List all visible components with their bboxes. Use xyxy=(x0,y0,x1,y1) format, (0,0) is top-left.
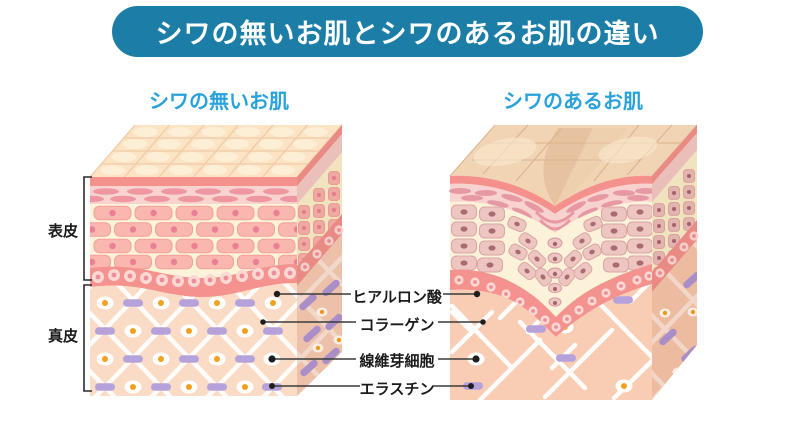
label-collagen: コラーゲン xyxy=(359,317,435,334)
page-title: シワの無いお肌とシワのあるお肌の違い xyxy=(155,19,660,49)
fold-center-cells xyxy=(547,237,563,307)
heading-wrinkled-skin: シワのあるお肌 xyxy=(503,91,643,113)
broken-collagen-lattice xyxy=(450,284,652,400)
stratum-corneum-right xyxy=(450,175,652,214)
layer-brackets xyxy=(83,176,92,392)
label-dermis: 真皮 xyxy=(47,328,78,345)
label-epidermis: 表皮 xyxy=(47,223,78,240)
dermis-layer-right xyxy=(450,284,652,400)
basal-layer-right xyxy=(450,264,652,337)
wrinkle-crease xyxy=(543,128,593,206)
annotation-leader-lines xyxy=(263,293,483,387)
title-banner: シワの無いお肌とシワのあるお肌の違い xyxy=(112,6,703,57)
heading-no-wrinkle-skin: シワの無いお肌 xyxy=(149,91,289,113)
label-hyaluronic-acid: ヒアルロン酸 xyxy=(352,289,442,306)
label-fibroblast: 線維芽細胞 xyxy=(359,353,435,370)
wrinkled-skin-block xyxy=(449,124,699,400)
annotation-dots xyxy=(260,290,486,389)
epidermis-cells-right xyxy=(451,204,652,307)
flattened-cells-right xyxy=(449,188,657,231)
smooth-block-side-face xyxy=(297,125,344,396)
label-elastin: エラスチン xyxy=(359,381,435,398)
skin-surface-texture xyxy=(101,127,328,175)
stratum-corneum-left xyxy=(90,177,297,186)
wrinkled-block-side-face xyxy=(652,125,699,400)
smooth-skin-block xyxy=(89,124,344,396)
